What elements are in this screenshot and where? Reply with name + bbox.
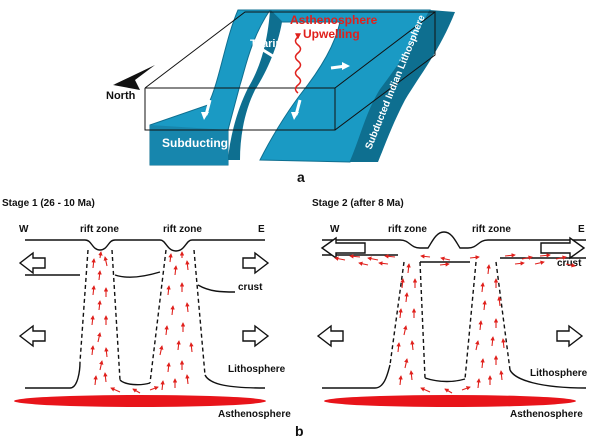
stage2-title: Stage 2 (after 8 Ma) [312, 198, 404, 209]
stage1-extension-arrows [18, 251, 270, 348]
stage2-lithosphere-base [322, 364, 587, 389]
stage1-arrow-upper-east [242, 251, 270, 275]
stage1-rift-conduits [79, 249, 206, 384]
white-motion-arrows [201, 48, 350, 120]
stage1-lithosphere-base [25, 361, 266, 389]
stage2-west: W [330, 224, 340, 235]
stage2-crust: crust [557, 258, 582, 269]
stage2-east: E [578, 224, 585, 235]
stage2-arrow-lower-east [556, 324, 584, 348]
upwelling-label-line1: Asthenosphere [290, 13, 378, 27]
stage1-crust-base [25, 271, 236, 293]
subducted-slab-side [350, 10, 455, 162]
stage2-extension-arrows [316, 236, 586, 348]
tearing-label: Tearing [250, 38, 289, 50]
stage1-east: E [258, 224, 265, 235]
stage1-arrow-lower-west [18, 324, 46, 348]
stage1-rift2: rift zone [163, 224, 202, 235]
stage2-rift2: rift zone [472, 224, 511, 235]
panel-b-label: b [295, 423, 304, 439]
stage1-surface [25, 239, 265, 252]
north-label: North [106, 90, 136, 102]
stage2-rift1: rift zone [388, 224, 427, 235]
wireframe-box [144, 10, 436, 131]
stage1-arrow-lower-east [242, 324, 270, 348]
stage2-crust-base [322, 254, 586, 263]
subducting-label: Subducting [162, 136, 228, 150]
stage2-lithosphere: Lithosphere [530, 368, 588, 379]
stage1-asthenosphere: Asthenosphere [218, 409, 291, 420]
stage2-arrow-lower-west [316, 324, 344, 348]
stage2-rift-conduits [389, 261, 511, 380]
stage2-asthenosphere: Asthenosphere [510, 409, 583, 420]
stage2-arrow-upper-east [540, 236, 586, 260]
stage1-rift1: rift zone [80, 224, 119, 235]
north-arrow-icon [113, 65, 155, 90]
stage1-crust: crust [238, 282, 263, 293]
stage1-lithosphere: Lithosphere [228, 364, 286, 375]
panel-a-block-diagram: North Tearing Asthenosphere Upwelling Su… [106, 9, 455, 185]
panel-b-stage2: Stage 2 (after 8 Ma) W E rift zone rift … [312, 198, 588, 420]
upwelling-label-line2: Upwelling [303, 27, 360, 41]
stage1-west: W [19, 224, 29, 235]
upwelling-squiggle [294, 33, 302, 94]
stage1-mantle-flow [90, 251, 194, 394]
stage2-mantle-flow [334, 253, 576, 394]
panel-b-stage1: Stage 1 (26 - 10 Ma) W E rift zone rift … [2, 198, 291, 420]
stage1-asthenosphere-body [14, 395, 266, 407]
tear-gap [228, 10, 282, 160]
stage1-title: Stage 1 (26 - 10 Ma) [2, 198, 95, 209]
subducting-slab-left-face [150, 125, 228, 165]
stage1-arrow-upper-west [18, 251, 46, 275]
stage2-surface [322, 231, 586, 249]
panel-a-label: a [297, 169, 305, 185]
stage2-asthenosphere-body [324, 395, 576, 407]
